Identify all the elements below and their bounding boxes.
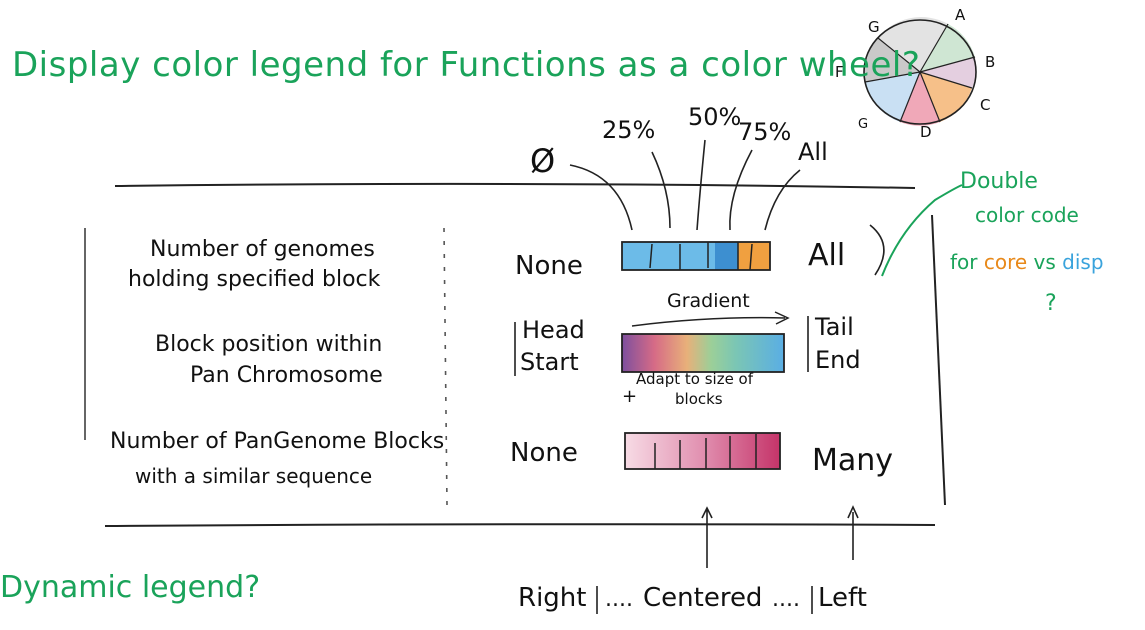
row3-right-label: Many: [812, 443, 894, 478]
adapt-plus: +: [622, 386, 638, 407]
align-left-label: Left: [818, 583, 867, 613]
row1-label-line2: holding specified block: [128, 267, 381, 292]
align-right-label: Right: [518, 583, 587, 613]
row2-left-line1: Head: [522, 316, 585, 344]
double-code-line2: color code: [975, 203, 1079, 227]
marker-25: 25%: [602, 116, 656, 144]
double-code-connector: [881, 184, 963, 277]
double-code-for: for: [950, 250, 978, 274]
page-title: Display color legend for Functions as a …: [12, 45, 921, 85]
bar-position: [621, 333, 785, 373]
row3-left-label: None: [510, 438, 578, 468]
row2-left-line2: Start: [520, 348, 579, 376]
wheel-label-f: F: [835, 63, 844, 81]
bar-genome-count: [621, 241, 771, 271]
align-arrow-left: [847, 505, 859, 560]
double-code-question: ?: [1045, 291, 1057, 316]
wheel-label-g-bottom: G: [858, 117, 869, 132]
align-dots-1: ....: [605, 587, 633, 612]
row2-label-line2: Pan Chromosome: [190, 363, 383, 388]
marker-zero: Ø: [530, 142, 556, 180]
double-code-line3: for core vs disp: [950, 252, 1104, 273]
frame-right-line: [931, 214, 946, 506]
double-code-disp: disp: [1062, 250, 1104, 274]
row2-right-line1: Tail: [815, 313, 854, 341]
row1-left-label: None: [515, 251, 583, 281]
row1-right-label: All: [808, 238, 846, 273]
wheel-label-a: A: [955, 6, 966, 24]
double-code-bracket: [869, 224, 885, 276]
wheel-label-b: B: [985, 53, 996, 71]
align-arrow-center: [701, 506, 713, 568]
marker-50: 50%: [688, 103, 742, 131]
wheel-label-c: C: [980, 96, 991, 114]
row3-label-line1: Number of PanGenome Blocks: [110, 429, 445, 454]
frame-divider-dashed: [443, 227, 448, 506]
gradient-arrow: [631, 311, 790, 327]
double-code-core: core: [983, 250, 1028, 274]
marker-arrows: [569, 139, 801, 231]
row2-right-line2: End: [815, 346, 861, 374]
double-code-vs: vs: [1033, 250, 1056, 274]
adapt-note-line1: Adapt to size of: [636, 370, 754, 388]
row2-label-line1: Block position within: [155, 332, 383, 357]
wheel-label-d: D: [920, 123, 932, 141]
adapt-note-line2: blocks: [675, 390, 723, 408]
row1-label-line1: Number of genomes: [150, 237, 375, 262]
align-centered-label: Centered: [643, 583, 763, 613]
bar-similar-blocks: [624, 432, 781, 470]
double-code-line1: Double: [960, 169, 1038, 194]
gradient-note: Gradient: [667, 290, 750, 312]
color-wheel: [863, 17, 977, 126]
frame-bottom-line: [104, 523, 936, 527]
frame-top-line: [114, 182, 916, 189]
marker-75: 75%: [738, 118, 792, 146]
dynamic-legend-note: Dynamic legend?: [0, 570, 261, 605]
wheel-label-g-top: G: [868, 18, 880, 36]
marker-all: All: [798, 138, 828, 166]
row3-label-line2: with a similar sequence: [135, 464, 373, 488]
align-dots-2: ....: [772, 587, 800, 612]
